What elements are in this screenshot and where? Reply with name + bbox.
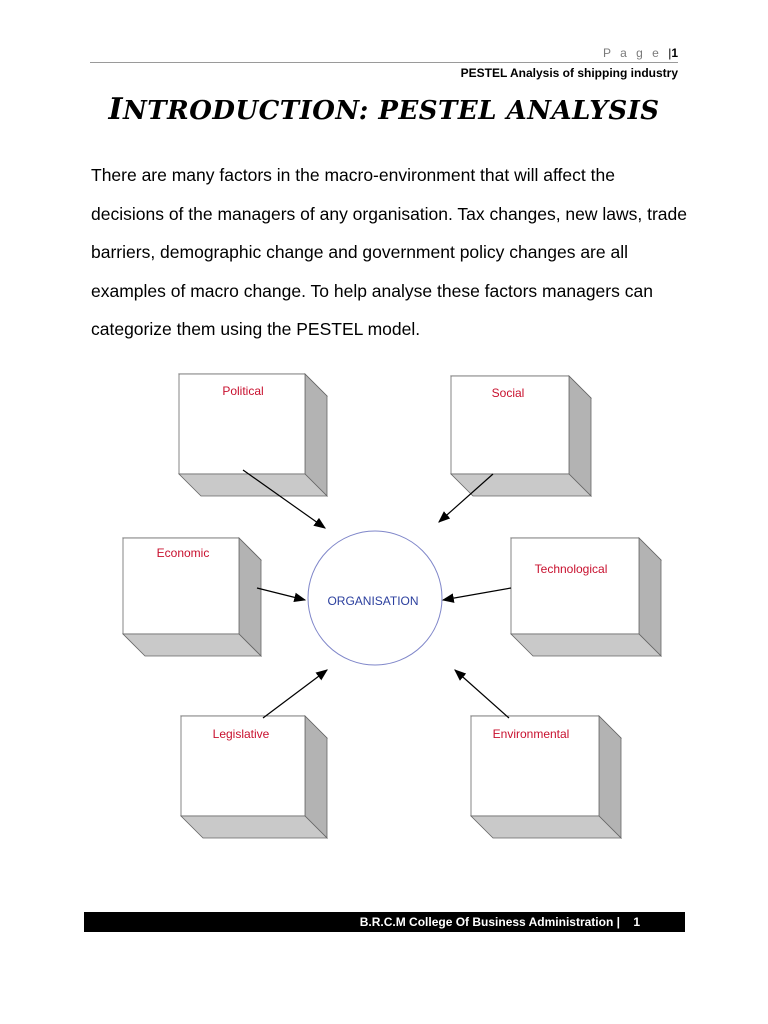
- factor-label-environmental: Environmental: [493, 727, 570, 741]
- arrow-legislative: [262, 669, 328, 719]
- arrow-social: [438, 473, 494, 523]
- factor-box-legislative: Legislative: [180, 715, 328, 839]
- title-text: NTRODUCTION: PESTEL ANALYSIS: [122, 96, 660, 126]
- arrow-economic: [256, 587, 307, 603]
- organisation-label: ORGANISATION: [327, 594, 418, 608]
- factor-label-economic: Economic: [157, 546, 210, 560]
- factor-box-political: Political: [178, 373, 328, 497]
- factor-box-social: Social: [450, 375, 592, 497]
- page-title: INTRODUCTION: PESTEL ANALYSIS: [0, 92, 768, 127]
- header-rule: [90, 62, 678, 63]
- factor-box-technological: Technological: [510, 537, 662, 657]
- page-separator: |: [668, 46, 672, 60]
- factor-box-environmental: Environmental: [470, 715, 622, 839]
- header-document-title: PESTEL Analysis of shipping industry: [460, 66, 678, 80]
- arrow-technological: [441, 587, 512, 603]
- factor-label-technological: Technological: [535, 562, 608, 576]
- page-number-line: P a g e |1: [278, 46, 678, 60]
- factor-label-political: Political: [222, 384, 263, 398]
- arrow-political: [242, 469, 326, 529]
- page-number: 1: [671, 46, 678, 60]
- footer-text: B.R.C.M College Of Business Administrati…: [359, 915, 640, 929]
- factor-label-social: Social: [492, 386, 525, 400]
- arrow-environmental: [454, 669, 510, 719]
- intro-paragraph: There are many factors in the macro-envi…: [91, 165, 687, 339]
- organisation-node: ORGANISATION: [307, 530, 443, 666]
- page-footer: B.R.C.M College Of Business Administrati…: [84, 912, 685, 932]
- pestel-diagram: Political Social Economic Technological …: [122, 373, 662, 839]
- page-label: P a g e: [603, 46, 662, 60]
- factor-label-legislative: Legislative: [213, 727, 270, 741]
- factor-box-economic: Economic: [122, 537, 262, 657]
- title-first-letter: I: [108, 92, 123, 127]
